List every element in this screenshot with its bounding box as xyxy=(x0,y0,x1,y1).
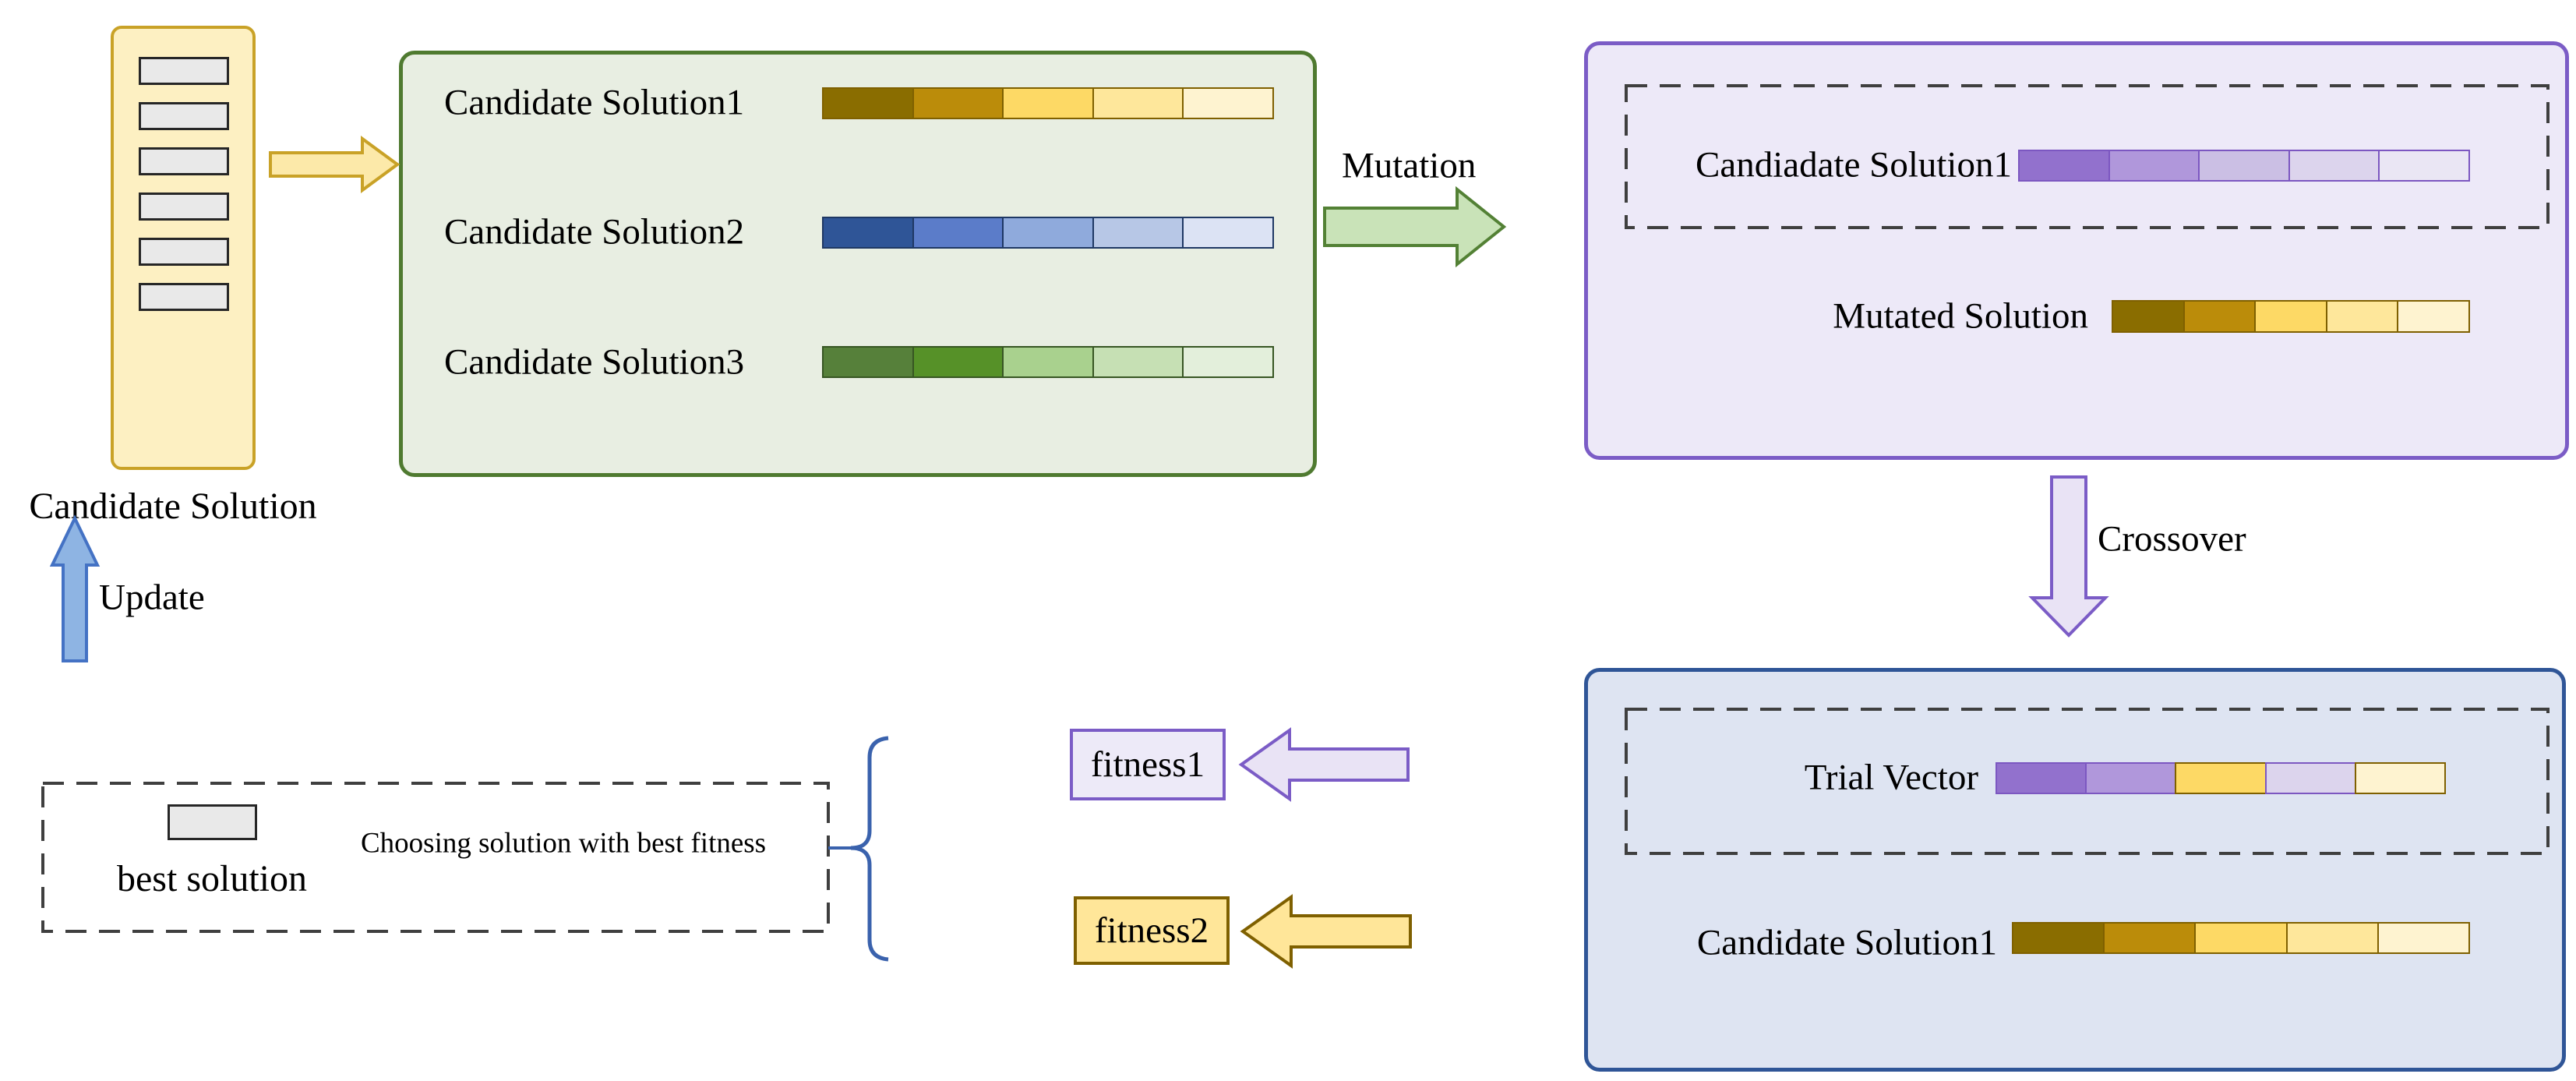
bar-cell xyxy=(1002,217,1094,249)
mutation-arrow xyxy=(1323,185,1507,268)
bar-cell xyxy=(2264,762,2356,794)
population-to-pool-arrow xyxy=(269,136,401,193)
trial-candidate-label: Candidate Solution1 xyxy=(1696,922,1997,963)
mutation-label: Mutation xyxy=(1342,145,1477,186)
population-label: Candidate Solution xyxy=(29,486,317,527)
bar-cell xyxy=(2085,762,2177,794)
bar-cell xyxy=(1182,217,1274,249)
bar-cell xyxy=(139,238,229,266)
bar-cell xyxy=(2183,300,2257,333)
bar-cell xyxy=(2285,922,2379,954)
fitness2-arrow xyxy=(1240,894,1412,969)
update-label: Update xyxy=(99,577,205,618)
bar-cell xyxy=(2103,922,2197,954)
bar-cell xyxy=(139,57,229,85)
fitness2-box: fitness2 xyxy=(1074,896,1230,965)
bar-cell xyxy=(2397,300,2470,333)
bar-cell xyxy=(912,87,1004,119)
fitness1-arrow xyxy=(1238,727,1410,802)
bar-cell xyxy=(1002,346,1094,378)
trial-box xyxy=(1584,668,2566,1072)
trial-vector-bar xyxy=(1996,762,2447,794)
best-solution-label: best solution xyxy=(116,858,308,899)
bar-cell xyxy=(2354,762,2447,794)
bar-cell xyxy=(2112,300,2185,333)
bar-cell xyxy=(2198,150,2290,182)
bar-cell xyxy=(139,193,229,221)
bar-cell xyxy=(2288,150,2380,182)
bar-cell xyxy=(822,87,914,119)
trial-vector-label: Trial Vector xyxy=(1804,757,1978,798)
selection-brace xyxy=(850,736,889,962)
update-arrow xyxy=(49,514,101,662)
fitness1-box: fitness1 xyxy=(1070,729,1226,800)
donor-label: Candiadate Solution1 xyxy=(1696,144,2012,185)
trial-candidate-bar xyxy=(2012,922,2471,954)
bar-cell xyxy=(2378,150,2470,182)
bar-cell xyxy=(1002,87,1094,119)
bar-cell xyxy=(2254,300,2327,333)
candidate3-bar xyxy=(822,346,1274,378)
mutated-bar xyxy=(2112,300,2470,333)
bar-cell xyxy=(1092,217,1184,249)
candidate-pool-box xyxy=(399,51,1317,477)
candidate3-label: Candidate Solution3 xyxy=(444,341,745,383)
bar-cell xyxy=(139,147,229,175)
fitness2-label: fitness2 xyxy=(1094,910,1209,951)
bar-cell xyxy=(2325,300,2399,333)
bar-cell xyxy=(912,346,1004,378)
bar-cell xyxy=(912,217,1004,249)
donor-bar xyxy=(2018,150,2470,182)
bar-cell xyxy=(1182,346,1274,378)
bar-cell xyxy=(2018,150,2110,182)
mutated-label: Mutated Solution xyxy=(1833,295,2088,337)
candidate2-label: Candidate Solution2 xyxy=(444,211,745,253)
mutation-box xyxy=(1584,41,2569,460)
bar-cell xyxy=(1092,346,1184,378)
crossover-arrow xyxy=(2028,475,2109,638)
candidate2-bar xyxy=(822,217,1274,249)
population-box xyxy=(111,26,256,470)
best-solution-chip xyxy=(168,804,257,840)
fitness1-label: fitness1 xyxy=(1090,744,1205,785)
crossover-label: Crossover xyxy=(2098,518,2246,560)
bar-cell xyxy=(2012,922,2105,954)
population-genes xyxy=(139,57,229,311)
bar-cell xyxy=(1092,87,1184,119)
bar-cell xyxy=(822,346,914,378)
bar-cell xyxy=(139,283,229,311)
bar-cell xyxy=(1996,762,2087,794)
bar-cell xyxy=(822,217,914,249)
bar-cell xyxy=(2175,762,2267,794)
bar-cell xyxy=(139,102,229,130)
bar-cell xyxy=(2108,150,2200,182)
selection-caption: Choosing solution with best fitness xyxy=(361,827,767,860)
candidate1-label: Candidate Solution1 xyxy=(444,82,745,123)
bar-cell xyxy=(2377,922,2471,954)
candidate1-bar xyxy=(822,87,1274,119)
bar-cell xyxy=(1182,87,1274,119)
bar-cell xyxy=(2194,922,2288,954)
